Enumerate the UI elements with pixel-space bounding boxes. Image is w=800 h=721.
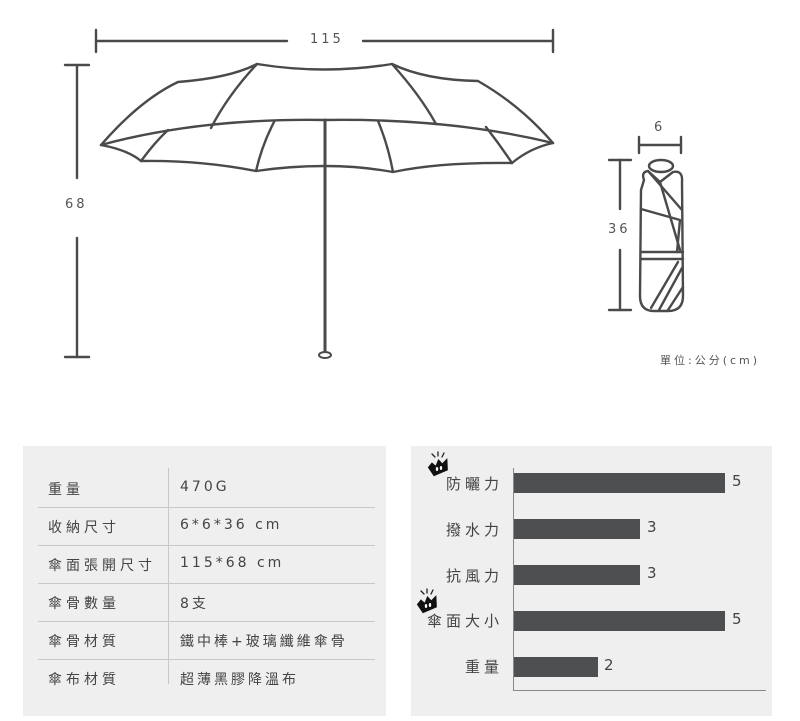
bar-water-repellency <box>514 519 640 539</box>
open-width-label: 115 <box>306 32 348 47</box>
folded-length-dimension-line <box>607 158 633 312</box>
bar-value: 3 <box>647 564 657 582</box>
spec-value: 8支 <box>180 596 209 612</box>
spec-key: 傘骨數量 <box>48 596 120 612</box>
open-height-label: 68 <box>61 197 92 212</box>
rating-chart-panel: 防曬力 5 撥水力 3 抗風力 3 傘面大小 5 重量 2 <box>411 446 772 716</box>
unit-label: 單位:公分(cm) <box>660 354 761 367</box>
spec-row-rib-material: 傘骨材質 鐵中棒+玻璃纖維傘骨 <box>38 622 375 660</box>
bar-label-weight: 重量 <box>464 658 503 676</box>
spec-row-rib-count: 傘骨數量 8支 <box>38 584 375 622</box>
spec-value: 鐵中棒+玻璃纖維傘骨 <box>180 634 348 650</box>
spec-key: 重量 <box>48 482 84 498</box>
folded-width-label: 6 <box>650 120 667 135</box>
spec-key: 傘面張開尺寸 <box>48 558 156 574</box>
spec-table-panel: 重量 470G 收納尺寸 6*6*36 cm 傘面張開尺寸 115*68 cm … <box>23 446 386 716</box>
spec-value: 6*6*36 cm <box>180 517 283 533</box>
spec-row-fabric-material: 傘布材質 超薄黑膠降溫布 <box>38 660 375 697</box>
spec-key: 傘布材質 <box>48 672 120 688</box>
spec-row-weight: 重量 470G <box>38 470 375 508</box>
folded-umbrella <box>638 158 685 313</box>
spec-table: 重量 470G 收納尺寸 6*6*36 cm 傘面張開尺寸 115*68 cm … <box>38 470 375 697</box>
height-dimension-line <box>63 63 91 359</box>
bar-label-canopy-size: 傘面大小 <box>426 612 503 630</box>
bar-value: 5 <box>732 610 742 628</box>
spec-row-folded-size: 收納尺寸 6*6*36 cm <box>38 508 375 546</box>
bar-value: 3 <box>647 518 657 536</box>
bar-value: 2 <box>604 656 614 674</box>
bar-weight <box>514 657 598 677</box>
spec-key: 收納尺寸 <box>48 520 120 536</box>
column-divider <box>168 468 169 684</box>
spec-row-open-size: 傘面張開尺寸 115*68 cm <box>38 546 375 584</box>
bar-label-wind-resistance: 抗風力 <box>445 567 503 585</box>
open-umbrella-canopy <box>99 62 555 174</box>
bar-label-sun-protection: 防曬力 <box>445 475 503 493</box>
folded-width-dimension-line <box>637 135 683 155</box>
bar-wind-resistance <box>514 565 640 585</box>
spec-key: 傘骨材質 <box>48 634 120 650</box>
spec-value: 超薄黑膠降溫布 <box>180 672 299 688</box>
umbrella-handle <box>318 351 332 359</box>
x-axis <box>513 690 766 691</box>
crown-icon <box>416 588 437 614</box>
bar-sun-protection <box>514 473 725 493</box>
umbrella-dimension-drawing <box>63 28 685 359</box>
bar-value: 5 <box>732 472 742 490</box>
width-dimension-line <box>94 28 555 54</box>
spec-value: 470G <box>180 479 230 495</box>
bar-label-water-repellency: 撥水力 <box>445 521 503 539</box>
bar-canopy-size <box>514 611 725 631</box>
spec-value: 115*68 cm <box>180 555 285 571</box>
crown-icon <box>427 451 448 477</box>
folded-length-label: 36 <box>604 222 635 237</box>
y-axis <box>513 468 514 690</box>
